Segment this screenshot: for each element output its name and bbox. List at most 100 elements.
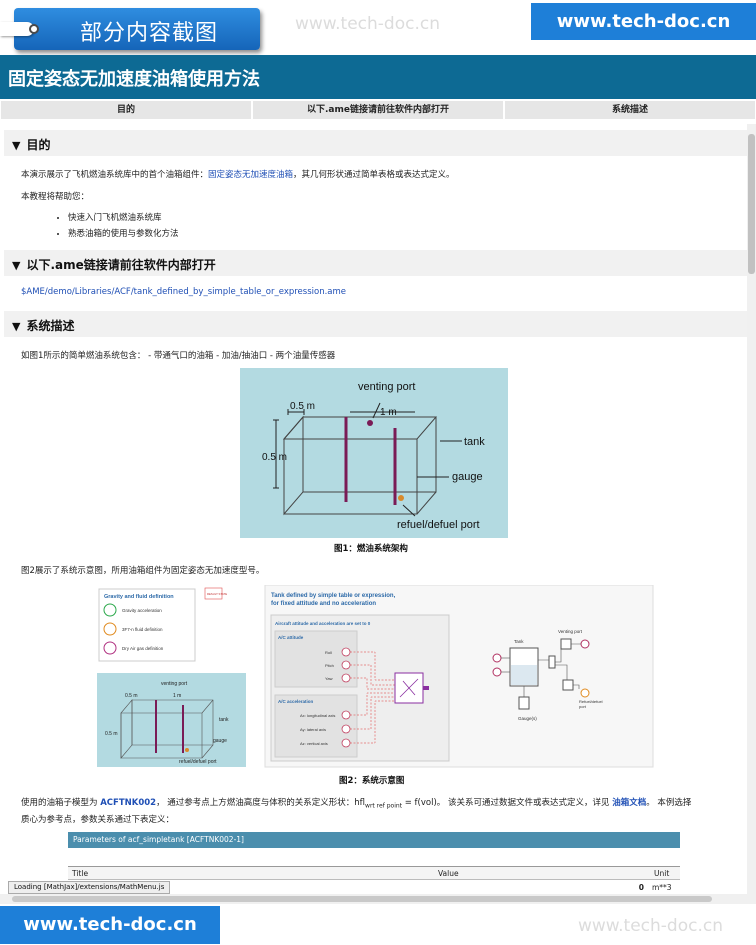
- column-header-value: Value: [438, 868, 459, 878]
- gravity-item: 3F7-n fluid definition: [122, 627, 163, 632]
- model-description: 使用的油箱子模型为 ACFTNK002， 通过参考点上方燃油高度与体积的关系定义…: [21, 796, 731, 825]
- accel-item: Ax: longitudinal axis: [300, 713, 335, 718]
- collapse-triangle-icon: ▼: [12, 320, 21, 333]
- tank-front-face: [302, 416, 437, 493]
- system-schematic-figure: Gravity and fluid definition Gravity acc…: [95, 584, 655, 770]
- small-label-gauge: gauge: [213, 738, 227, 744]
- gauges-label: Gauge(s): [518, 716, 537, 721]
- watermark-url-bottom: www.tech-doc.cn: [578, 916, 723, 936]
- table-header-row: Title Value Unit: [68, 866, 680, 880]
- nav-item-purpose[interactable]: 目的: [1, 101, 251, 119]
- nav-item-ame-link[interactable]: 以下.ame链接请前往软件内部打开: [253, 101, 503, 119]
- section-title: 以下.ame链接请前往软件内部打开: [26, 258, 216, 272]
- section-header-ame-link[interactable]: ▼ 以下.ame链接请前往软件内部打开: [4, 250, 747, 276]
- refuel-label-2: port: [579, 704, 587, 709]
- attitude-title: A/C attitude: [278, 635, 304, 640]
- gravity-item: Dry Air gas definition: [122, 646, 164, 651]
- section-header-purpose[interactable]: ▼目的: [4, 130, 747, 156]
- main-content: ▼目的 本演示展示了飞机燃油系统库中的首个油箱组件：固定姿态无加速度油箱，其几何…: [0, 124, 748, 894]
- ame-file-link[interactable]: $AME/demo/Libraries/ACF/tank_defined_by_…: [21, 287, 347, 297]
- attitude-item: Pitch: [325, 663, 334, 668]
- tank-label: Tank: [514, 639, 524, 644]
- tank-doc-link[interactable]: 油箱文档: [612, 798, 647, 808]
- purpose-bullet-list: 快速入门飞机燃油系统库 熟悉油箱的使用与参数化方法: [68, 211, 179, 243]
- small-label-tank: tank: [219, 717, 229, 723]
- schematic-title-1: Tank defined by simple table or expressi…: [271, 593, 396, 599]
- horizontal-scroll-thumb[interactable]: [12, 896, 712, 902]
- cell-unit: m**3: [652, 882, 672, 892]
- formula-subscript: wrt ref point: [365, 802, 403, 810]
- model-text-line2: 质心为参考点，参数关系通过下表定义：: [21, 814, 175, 825]
- intro-prefix: 本演示展示了飞机燃油系统库中的首个油箱组件：: [21, 170, 209, 180]
- list-item: 快速入门飞机燃油系统库: [68, 211, 179, 223]
- figure1-caption: 图1：燃油系统架构: [334, 544, 408, 554]
- stamp-text: RESULT STATE: [207, 592, 227, 596]
- fig2-svg: Gravity and fluid definition Gravity acc…: [97, 584, 654, 768]
- aircraft-box-title: Aircraft attitude and acceleration are s…: [275, 621, 371, 626]
- vertical-scrollbar[interactable]: [747, 124, 756, 894]
- param-table: Title Value Unit 0 m**3: [68, 866, 680, 894]
- gravity-panel: [98, 588, 196, 662]
- small-label-length: 1 m: [173, 693, 181, 699]
- accel-item: Ay: lateral axis: [300, 727, 326, 732]
- label-refuel-port: refuel/defuel port: [397, 519, 480, 531]
- section-badge: 部分内容截图: [0, 8, 260, 50]
- gravity-item: Gravity acceleration: [122, 608, 162, 613]
- small-label-refuel: refuel/defuel port: [179, 759, 217, 765]
- attitude-item: Yaw: [325, 676, 333, 681]
- label-height: 0.5 m: [262, 452, 287, 463]
- badge-text: 部分内容截图: [80, 21, 219, 46]
- badge-tab-shape: [0, 22, 34, 36]
- port-icon: [492, 653, 502, 663]
- section-title: 目的: [26, 138, 51, 152]
- result-stamp: [204, 587, 223, 600]
- figure2-caption: 图2：系统示意图: [339, 776, 405, 786]
- column-header-unit: Unit: [654, 868, 670, 878]
- accel-title: A/C acceleration: [278, 699, 314, 704]
- label-venting-port: venting port: [358, 381, 415, 393]
- watermark-button-bottom[interactable]: www.tech-doc.cn: [0, 906, 220, 944]
- venting-port-label: Venting port: [558, 629, 583, 634]
- tank-component-link[interactable]: 固定姿态无加速度油箱: [208, 170, 294, 180]
- port-icon: [492, 667, 502, 677]
- section-header-system[interactable]: ▼ 系统描述: [4, 311, 747, 337]
- list-item: 熟悉油箱的使用与参数化方法: [68, 227, 179, 239]
- fig1-svg: venting port 0.5 m 1 m 0.5 m tank gauge …: [262, 381, 485, 531]
- gauge-block: [518, 696, 530, 710]
- column-header-title: Title: [72, 868, 89, 878]
- accel-item: Az: vertical axis: [300, 741, 328, 746]
- label-width: 0.5 m: [290, 401, 315, 412]
- model-name-link[interactable]: ACFTNK002: [100, 798, 157, 808]
- help-lead: 本教程将帮助您：: [21, 192, 90, 202]
- small-label-height: 0.5 m: [105, 731, 118, 737]
- intro-suffix: ，其几何形状通过简单表格或表达式定义。: [293, 170, 455, 180]
- small-tank-figure: [97, 673, 246, 767]
- section-title: 系统描述: [26, 319, 75, 333]
- cell-value: 0: [638, 882, 644, 892]
- watermark-button-top[interactable]: www.tech-doc.cn: [531, 3, 756, 40]
- vertical-scroll-thumb[interactable]: [748, 134, 755, 274]
- gas-icon: [103, 641, 117, 655]
- model-text: ， 通过参考点上方燃油高度与体积的关系定义形状：hfl: [156, 798, 366, 808]
- gravity-title: Gravity and fluid definition: [104, 594, 174, 600]
- label-length: 1 m: [380, 407, 397, 418]
- fluid-icon: [103, 622, 117, 636]
- model-text: 。 本例选择: [646, 798, 692, 808]
- horizontal-scrollbar[interactable]: [0, 894, 756, 904]
- collapse-triangle-icon: ▼: [12, 259, 21, 272]
- venting-port-dot: [367, 420, 373, 426]
- system-intro: 如图1所示的简单燃油系统包含： - 带通气口的油箱 - 加油/抽油口 - 两个油…: [21, 351, 336, 361]
- status-loading: Loading [MathJax]/extensions/MathMenu.js: [8, 881, 171, 894]
- model-text: = f(vol)。 该关系可通过数据文件或表达式定义，详见: [402, 798, 610, 808]
- watermark-url-top: www.tech-doc.cn: [295, 14, 440, 34]
- param-table-header: Parameters of acf_simpletank [ACFTNK002-…: [68, 832, 680, 848]
- nav-item-system[interactable]: 系统描述: [505, 101, 755, 119]
- refuel-label-1: Refuel/defuel: [579, 699, 603, 704]
- fuel-system-architecture-figure: venting port 0.5 m 1 m 0.5 m tank gauge …: [240, 368, 508, 538]
- purpose-intro: 本演示展示了飞机燃油系统库中的首个油箱组件：固定姿态无加速度油箱，其几何形状通过…: [21, 168, 455, 180]
- refuel-port-dot: [398, 495, 404, 501]
- fig2-intro: 图2展示了系统示意图，所用油箱组件为固定姿态无加速度型号。: [21, 566, 265, 576]
- gravity-icon: [103, 603, 117, 617]
- section-nav: 目的 以下.ame链接请前往软件内部打开 系统描述: [0, 99, 756, 121]
- badge-dot-icon: [29, 24, 39, 34]
